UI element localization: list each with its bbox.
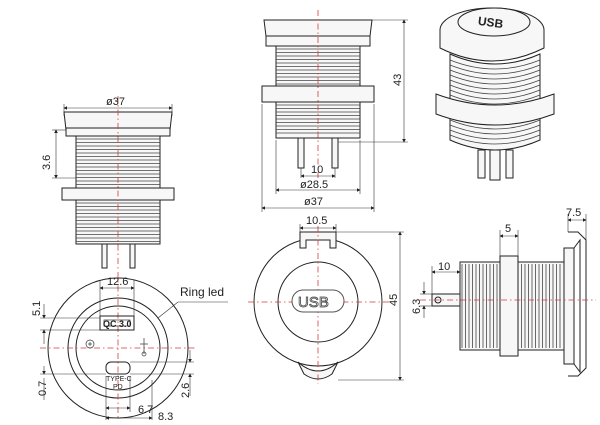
front-left-height-label: 3.6 bbox=[41, 155, 53, 170]
cap-usb-text: USB bbox=[298, 294, 329, 311]
front-mid-view: 43 10 ø28.5 ø37 bbox=[261, 10, 408, 212]
usb-symbol-icon bbox=[140, 338, 148, 357]
typec-port bbox=[105, 361, 131, 375]
face-view: QC 3.0 TYPE-C PD 12.6 Ring led 5.1 bbox=[31, 272, 228, 423]
thread-line bbox=[449, 74, 541, 85]
front-left-view: ø37 3.6 bbox=[41, 96, 175, 270]
thread-line bbox=[449, 69, 541, 80]
face-dim-26-label: 2.6 bbox=[180, 383, 192, 398]
thread-line bbox=[449, 94, 541, 105]
thread-line bbox=[449, 89, 541, 100]
cap-height-label: 45 bbox=[388, 294, 400, 306]
side-view: 5 7.5 10 6.3 bbox=[411, 207, 596, 377]
front-left-dia-label: ø37 bbox=[106, 96, 125, 108]
thread-line bbox=[449, 119, 541, 130]
thread-line bbox=[449, 134, 541, 145]
face-dim-67-label: 6.7 bbox=[138, 404, 153, 416]
face-pd-label: PD bbox=[113, 384, 123, 391]
thread-line bbox=[449, 59, 541, 70]
thread-line bbox=[449, 84, 541, 95]
iso-view: USB bbox=[435, 7, 555, 181]
thread-line bbox=[449, 64, 541, 75]
cap-top-width-label: 10.5 bbox=[306, 215, 327, 227]
face-dim-07-label: 0.7 bbox=[37, 381, 49, 396]
qc-port bbox=[99, 315, 135, 331]
face-left-offset-label: 5.1 bbox=[31, 301, 43, 316]
side-dim-63-label: 6.3 bbox=[411, 299, 423, 314]
side-dim-10-label: 10 bbox=[438, 261, 450, 273]
front-mid-height-label: 43 bbox=[392, 74, 404, 86]
face-dim-83-label: 8.3 bbox=[158, 411, 173, 423]
thread-line bbox=[449, 129, 541, 140]
front-mid-thread-dia-label: ø28.5 bbox=[300, 179, 328, 191]
face-typec-label: TYPE-C bbox=[106, 376, 132, 383]
face-qc-label: QC 3.0 bbox=[103, 319, 132, 329]
cap-view: USB 10.5 45 bbox=[248, 215, 404, 384]
front-mid-pin-label: 10 bbox=[311, 164, 323, 176]
side-dim-75-label: 7.5 bbox=[566, 207, 581, 219]
side-dim-5-label: 5 bbox=[505, 223, 511, 235]
plus-icon bbox=[85, 339, 95, 349]
thread-line bbox=[449, 124, 541, 135]
face-ring-led-label: Ring led bbox=[180, 285, 224, 299]
front-mid-flange-dia-label: ø37 bbox=[304, 196, 323, 208]
thread-line bbox=[449, 79, 541, 90]
iso-cap-text: USB bbox=[477, 14, 504, 31]
face-top-width-label: 12.6 bbox=[107, 276, 128, 288]
